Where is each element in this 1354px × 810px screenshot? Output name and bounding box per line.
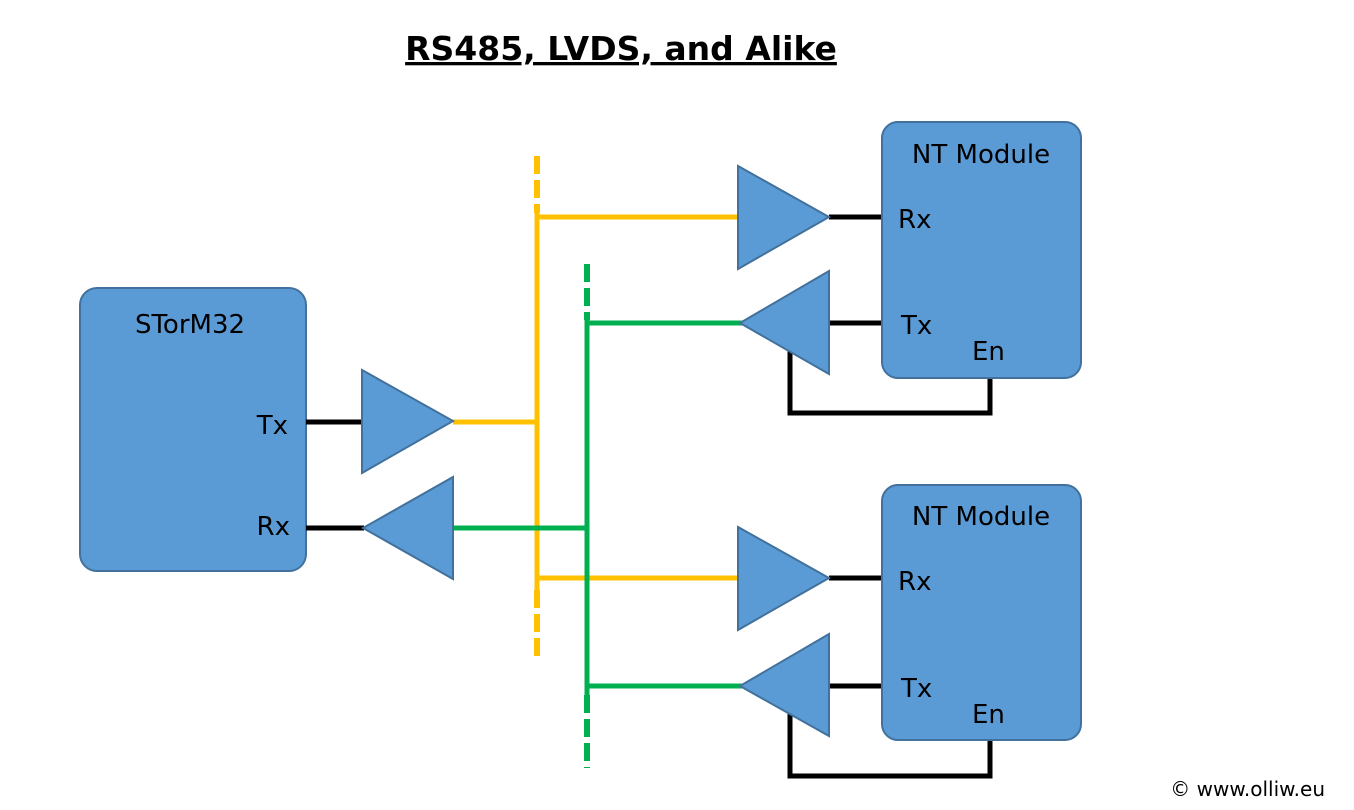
host-tx-label: Tx (256, 411, 288, 441)
host-tx-driver-icon (361, 368, 456, 475)
host-box (79, 287, 307, 572)
module2-rx-label: Rx (898, 567, 931, 597)
host-name: STorM32 (135, 310, 245, 340)
module1-en-label: En (972, 337, 1005, 367)
diagram-title: RS485, LVDS, and Alike (405, 29, 837, 68)
module1-tx-driver-icon (738, 269, 830, 376)
module1-enable-wire (787, 350, 993, 416)
module1-rx-receiver-icon (737, 164, 832, 271)
module2-tx-label: Tx (900, 674, 932, 704)
module2-block: NT Module Rx Tx En (881, 484, 1082, 741)
copyright-text: © www.olliw.eu (1170, 777, 1325, 801)
module2-name: NT Module (912, 502, 1050, 532)
host-block: STorM32 Tx Rx (79, 287, 307, 572)
module2-tx-driver-icon (737, 632, 830, 738)
module2-rx-receiver-icon (737, 525, 832, 632)
module2-box (881, 484, 1082, 741)
module2-enable-wire (787, 713, 993, 779)
module2-en-label: En (972, 700, 1005, 730)
module1-name: NT Module (912, 140, 1050, 170)
module1-block: NT Module Rx Tx En (881, 121, 1082, 379)
module1-box (881, 121, 1082, 379)
host-rx-label: Rx (257, 512, 290, 542)
host-rx-receiver-icon (360, 475, 454, 581)
module1-rx-label: Rx (898, 205, 931, 235)
module1-tx-label: Tx (900, 311, 932, 341)
